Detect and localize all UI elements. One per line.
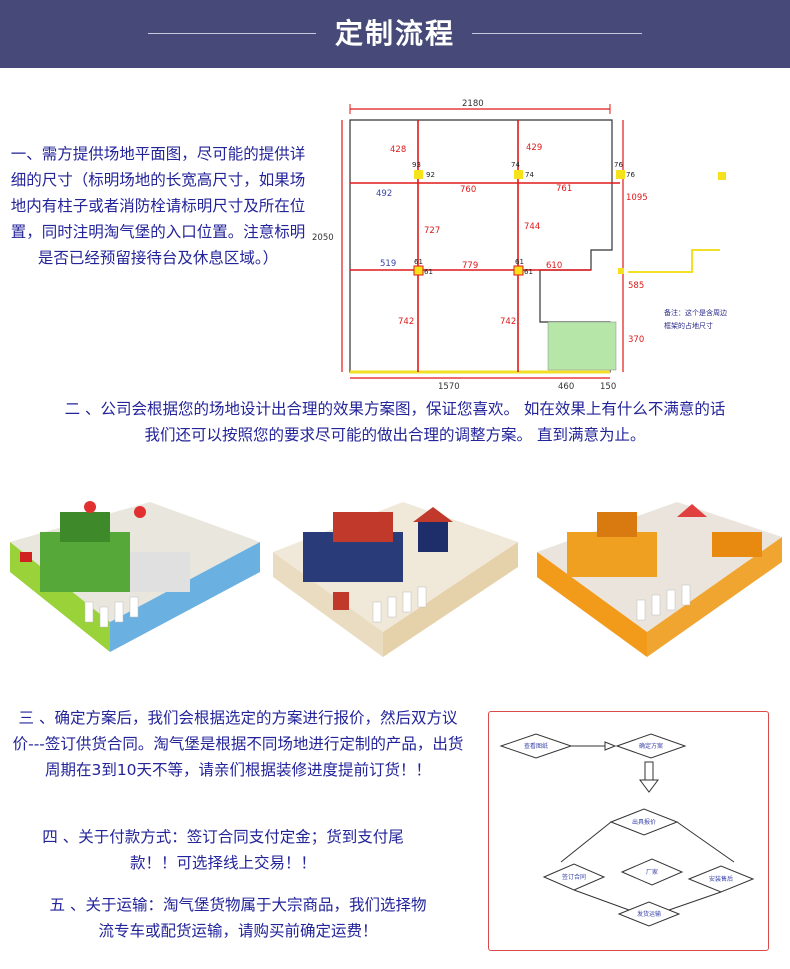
step-4-text: 四 、关于付款方式：签订合同支付定金；货到支付尾 款！！可选择线上交易！！ [8, 824, 438, 876]
dim-779: 779 [462, 261, 478, 271]
dim-61c: 61 [515, 258, 524, 266]
step-5-text: 五 、关于运输：淘气堡货物属于大宗商品，我们选择物 流专车或配货运输，请购买前确… [8, 892, 468, 944]
dim-760: 760 [460, 185, 476, 195]
step-1-text: 一、需方提供场地平面图，尽可能的提供详细的尺寸（标明场地的长宽高尺寸，如果场地内… [10, 145, 306, 267]
dim-r-1095: 1095 [626, 193, 648, 203]
dim-r-585: 585 [628, 281, 644, 291]
dim-bottom-b: 460 [558, 382, 574, 390]
design-render-orange [537, 502, 782, 657]
dim-742b: 742 [500, 317, 516, 327]
dim-bottom-a: 1570 [438, 382, 460, 390]
floor-plan-diagram: 2180 2050 1095 585 370 1570 460 150 428 … [312, 99, 727, 390]
step-2-line-2: 我们还可以按照您的要求尽可能的做出合理的调整方案。 直到满意为止。 [144, 426, 646, 444]
dim-92: 92 [426, 171, 435, 179]
title-rule-left [148, 33, 316, 34]
step-5-line-2: 流专车或配货运输，请购买前确定运费！ [98, 922, 378, 940]
dim-top: 2180 [462, 99, 484, 109]
header-banner: 定制流程 [0, 0, 790, 68]
dim-428: 428 [390, 145, 406, 155]
dim-bottom-c: 150 [600, 382, 616, 390]
dim-429: 429 [526, 143, 542, 153]
dim-742a: 742 [398, 317, 414, 327]
dim-left: 2050 [312, 233, 334, 243]
flow-node-3: 出具报价 [632, 818, 656, 826]
dim-93: 93 [412, 161, 421, 169]
floorplan-note-1: 备注：这个是含周边 [664, 308, 727, 317]
step-4-line-1: 四 、关于付款方式：签订合同支付定金；货到支付尾 [42, 828, 404, 846]
flow-node-5: 厂家 [646, 868, 658, 876]
dim-61a: 61 [414, 258, 423, 266]
flow-node-7: 发货运输 [637, 910, 661, 918]
step-2-line-1: 二 、公司会根据您的场地设计出合理的效果方案图，保证您喜欢。 如在效果上有什么不… [64, 400, 726, 418]
design-render-green [10, 501, 260, 652]
dim-76a: 76 [614, 161, 623, 169]
dim-61d: 61 [524, 268, 533, 276]
dim-76b: 76 [626, 171, 635, 179]
step-4-line-2: 款！！可选择线上交易！！ [129, 854, 316, 872]
flow-node-6: 安装售后 [709, 875, 733, 883]
dim-610: 610 [546, 261, 562, 271]
flow-node-4: 签订合同 [562, 873, 586, 881]
flow-node-1: 查看图纸 [524, 742, 548, 750]
dim-744: 744 [524, 222, 540, 232]
dim-74b: 74 [525, 171, 534, 179]
process-flowchart: 查看图纸 确定方案 出具报价 签订合同 厂家 安装售后 发货运输 [499, 733, 755, 927]
dim-61b: 61 [424, 268, 433, 276]
dim-519: 519 [380, 259, 396, 269]
dim-727: 727 [424, 226, 440, 236]
floorplan-note-2: 框架的占地尺寸 [664, 321, 713, 330]
step-2-text: 二 、公司会根据您的场地设计出合理的效果方案图，保证您喜欢。 如在效果上有什么不… [0, 396, 790, 448]
dim-74a: 74 [511, 161, 520, 169]
page-title: 定制流程 [334, 17, 455, 50]
dim-761: 761 [556, 184, 572, 194]
step-5-line-1: 五 、关于运输：淘气堡货物属于大宗商品，我们选择物 [49, 896, 427, 914]
design-render-navy [273, 502, 518, 657]
title-rule-right [472, 33, 642, 34]
flowchart-frame: 查看图纸 确定方案 出具报价 签订合同 厂家 安装售后 发货运输 [488, 711, 769, 951]
flow-node-2: 确定方案 [639, 742, 663, 750]
step-3-text: 三 、确定方案后，我们会根据选定的方案进行报价，然后双方议价---签订供货合同。… [12, 709, 464, 779]
dim-492: 492 [376, 189, 392, 199]
dim-r-370: 370 [628, 335, 644, 345]
